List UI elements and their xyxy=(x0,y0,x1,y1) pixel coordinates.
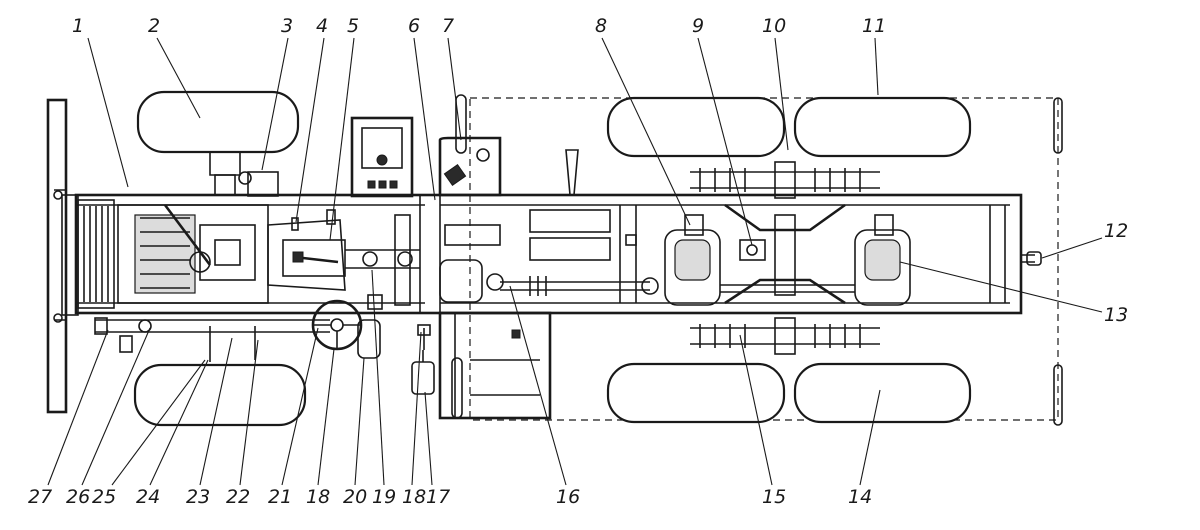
frame-marker xyxy=(625,234,637,246)
callout-23: 23 xyxy=(186,486,210,508)
fuel-filter xyxy=(411,324,435,395)
callout-11: 11 xyxy=(862,15,886,37)
spring-bottom xyxy=(690,317,880,355)
tool-box xyxy=(529,237,611,261)
gearbox xyxy=(267,219,346,291)
bottom-callouts: 27 26 25 24 23 22 21 18 20 19 18 17 16 1… xyxy=(28,486,872,508)
callout-6: 6 xyxy=(408,15,420,37)
spring-top xyxy=(690,161,880,199)
callout-18a: 18 xyxy=(306,486,330,508)
front-left-wheel xyxy=(136,90,300,196)
brake-valve xyxy=(367,294,383,310)
callout-21: 21 xyxy=(268,486,292,508)
upper-fuel-tank xyxy=(438,94,502,197)
front-bumper xyxy=(46,98,79,414)
rear-wheel-middle-right xyxy=(606,362,786,424)
callout-26: 26 xyxy=(66,486,90,508)
callout-1: 1 xyxy=(72,15,84,37)
front-propeller-shaft xyxy=(345,214,420,306)
inter-axle-shaft xyxy=(720,239,855,293)
callout-24: 24 xyxy=(136,486,160,508)
callout-19: 19 xyxy=(372,486,396,508)
callout-4: 4 xyxy=(316,15,328,37)
rear-propeller-shaft xyxy=(500,276,659,296)
callout-8: 8 xyxy=(595,15,607,37)
callout-3: 3 xyxy=(281,15,293,37)
callout-22: 22 xyxy=(226,486,250,508)
middle-axle-housing xyxy=(664,214,721,306)
engine xyxy=(117,204,269,304)
hand-brake-lever xyxy=(291,217,299,231)
callout-20: 20 xyxy=(343,486,367,508)
callout-16: 16 xyxy=(556,486,580,508)
callout-17: 17 xyxy=(426,486,450,508)
leader-lines xyxy=(47,37,1103,486)
callout-13: 13 xyxy=(1104,304,1128,326)
radiator xyxy=(77,199,115,309)
rear-wheel-middle-left xyxy=(606,96,786,158)
right-callouts: 12 13 xyxy=(1104,220,1128,326)
air-cylinder xyxy=(357,319,381,359)
rear-bogie xyxy=(724,203,846,305)
rear-marker-lights xyxy=(1053,97,1063,426)
callout-12: 12 xyxy=(1104,220,1128,242)
rear-axle-housing xyxy=(854,214,911,306)
steering-wheel xyxy=(311,299,363,351)
steering-linkage xyxy=(94,317,330,362)
rear-wheel-rear-left xyxy=(793,96,972,158)
callout-5: 5 xyxy=(347,15,359,37)
callout-27: 27 xyxy=(28,486,52,508)
callout-15: 15 xyxy=(762,486,786,508)
top-callouts: 1 2 3 4 5 6 7 8 9 10 11 xyxy=(72,15,886,37)
callout-7: 7 xyxy=(442,15,454,37)
cab-panel xyxy=(350,116,414,198)
callout-25: 25 xyxy=(92,486,116,508)
callout-18b: 18 xyxy=(402,486,426,508)
callout-2: 2 xyxy=(148,15,160,37)
rear-wheel-rear-right xyxy=(793,362,972,424)
transfer-case xyxy=(439,224,504,303)
callout-9: 9 xyxy=(692,15,704,37)
lower-fuel-tank xyxy=(438,311,552,420)
callout-10: 10 xyxy=(762,15,786,37)
callout-14: 14 xyxy=(848,486,872,508)
tow-hook xyxy=(1021,251,1042,266)
battery-box xyxy=(529,209,611,233)
gear-shift-lever xyxy=(326,209,336,225)
steering-knuckle-top xyxy=(238,171,279,197)
exhaust-pipe xyxy=(565,149,579,196)
